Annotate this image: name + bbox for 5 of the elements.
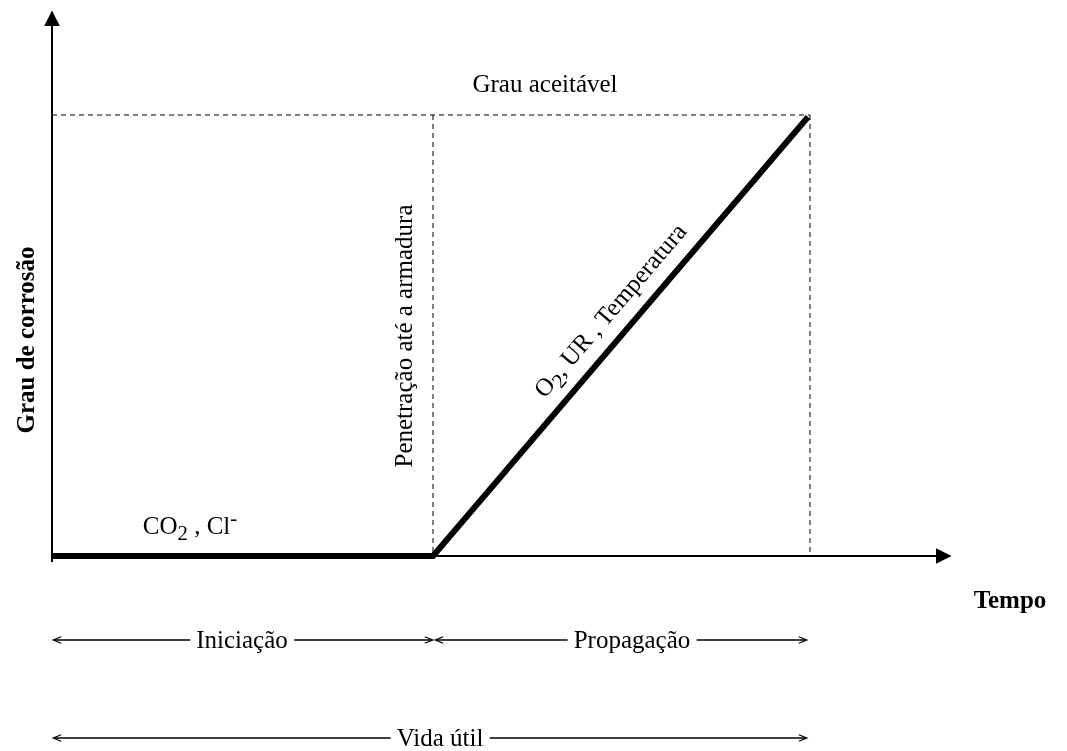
level-label: Grau aceitável <box>472 70 618 98</box>
annotation-label: CO$_{2}$ , Cl$^{-}$ <box>142 506 238 546</box>
annotation-label: Penetração até a armadura <box>390 204 418 468</box>
axis-title: Tempo <box>973 586 1047 614</box>
axis-title: Grau de corrosão <box>12 246 40 434</box>
